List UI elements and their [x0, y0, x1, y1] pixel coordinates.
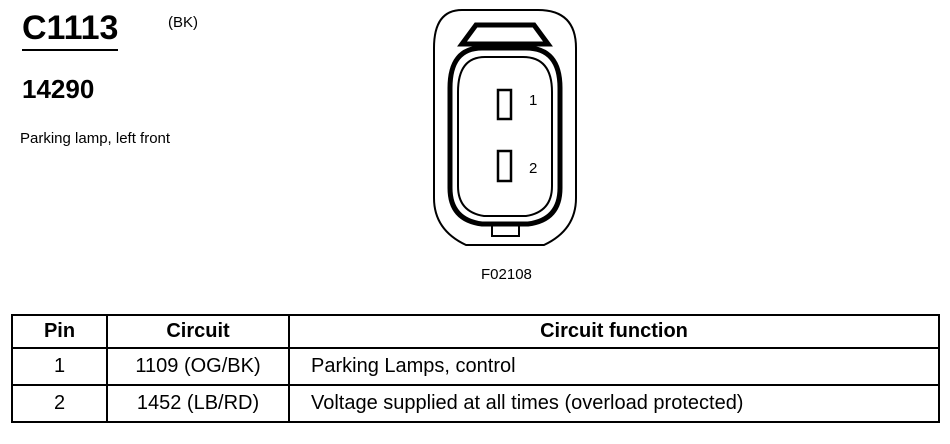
- connector-id: C1113: [22, 8, 119, 51]
- cell-pin: 2: [11, 384, 108, 423]
- table-row: 2 1452 (LB/RD) Voltage supplied at all t…: [11, 384, 940, 423]
- table-row: 1 1109 (OG/BK) Parking Lamps, control: [11, 347, 940, 386]
- pin-table: Pin Circuit Circuit function 1 1109 (OG/…: [11, 314, 940, 423]
- connector-description: Parking lamp, left front: [20, 130, 171, 147]
- connector-inner-housing: [447, 45, 563, 227]
- connector-outer-housing: [433, 9, 577, 246]
- latch-tab: [457, 22, 553, 47]
- pin-cavity-1: [496, 88, 513, 121]
- connector-face-diagram: 1 2: [433, 9, 577, 246]
- cell-circuit: 1452 (LB/RD): [106, 384, 290, 423]
- cell-function: Voltage supplied at all times (overload …: [288, 384, 940, 423]
- cell-pin: 1: [11, 347, 108, 386]
- cell-circuit: 1109 (OG/BK): [106, 347, 290, 386]
- figure-id: F02108: [481, 266, 532, 283]
- table-header-row: Pin Circuit Circuit function: [11, 314, 940, 349]
- header-circuit-function: Circuit function: [288, 314, 940, 349]
- pin-cavity-2: [496, 149, 513, 183]
- connector-inner-wall: [457, 56, 553, 217]
- part-number: 14290: [22, 74, 95, 104]
- header-circuit: Circuit: [106, 314, 290, 349]
- header-pin: Pin: [11, 314, 108, 349]
- cell-function: Parking Lamps, control: [288, 347, 940, 386]
- keyway-notch: [491, 224, 520, 237]
- color-code: (BK): [168, 14, 198, 31]
- pin-label-1: 1: [529, 92, 537, 109]
- pin-label-2: 2: [529, 160, 537, 177]
